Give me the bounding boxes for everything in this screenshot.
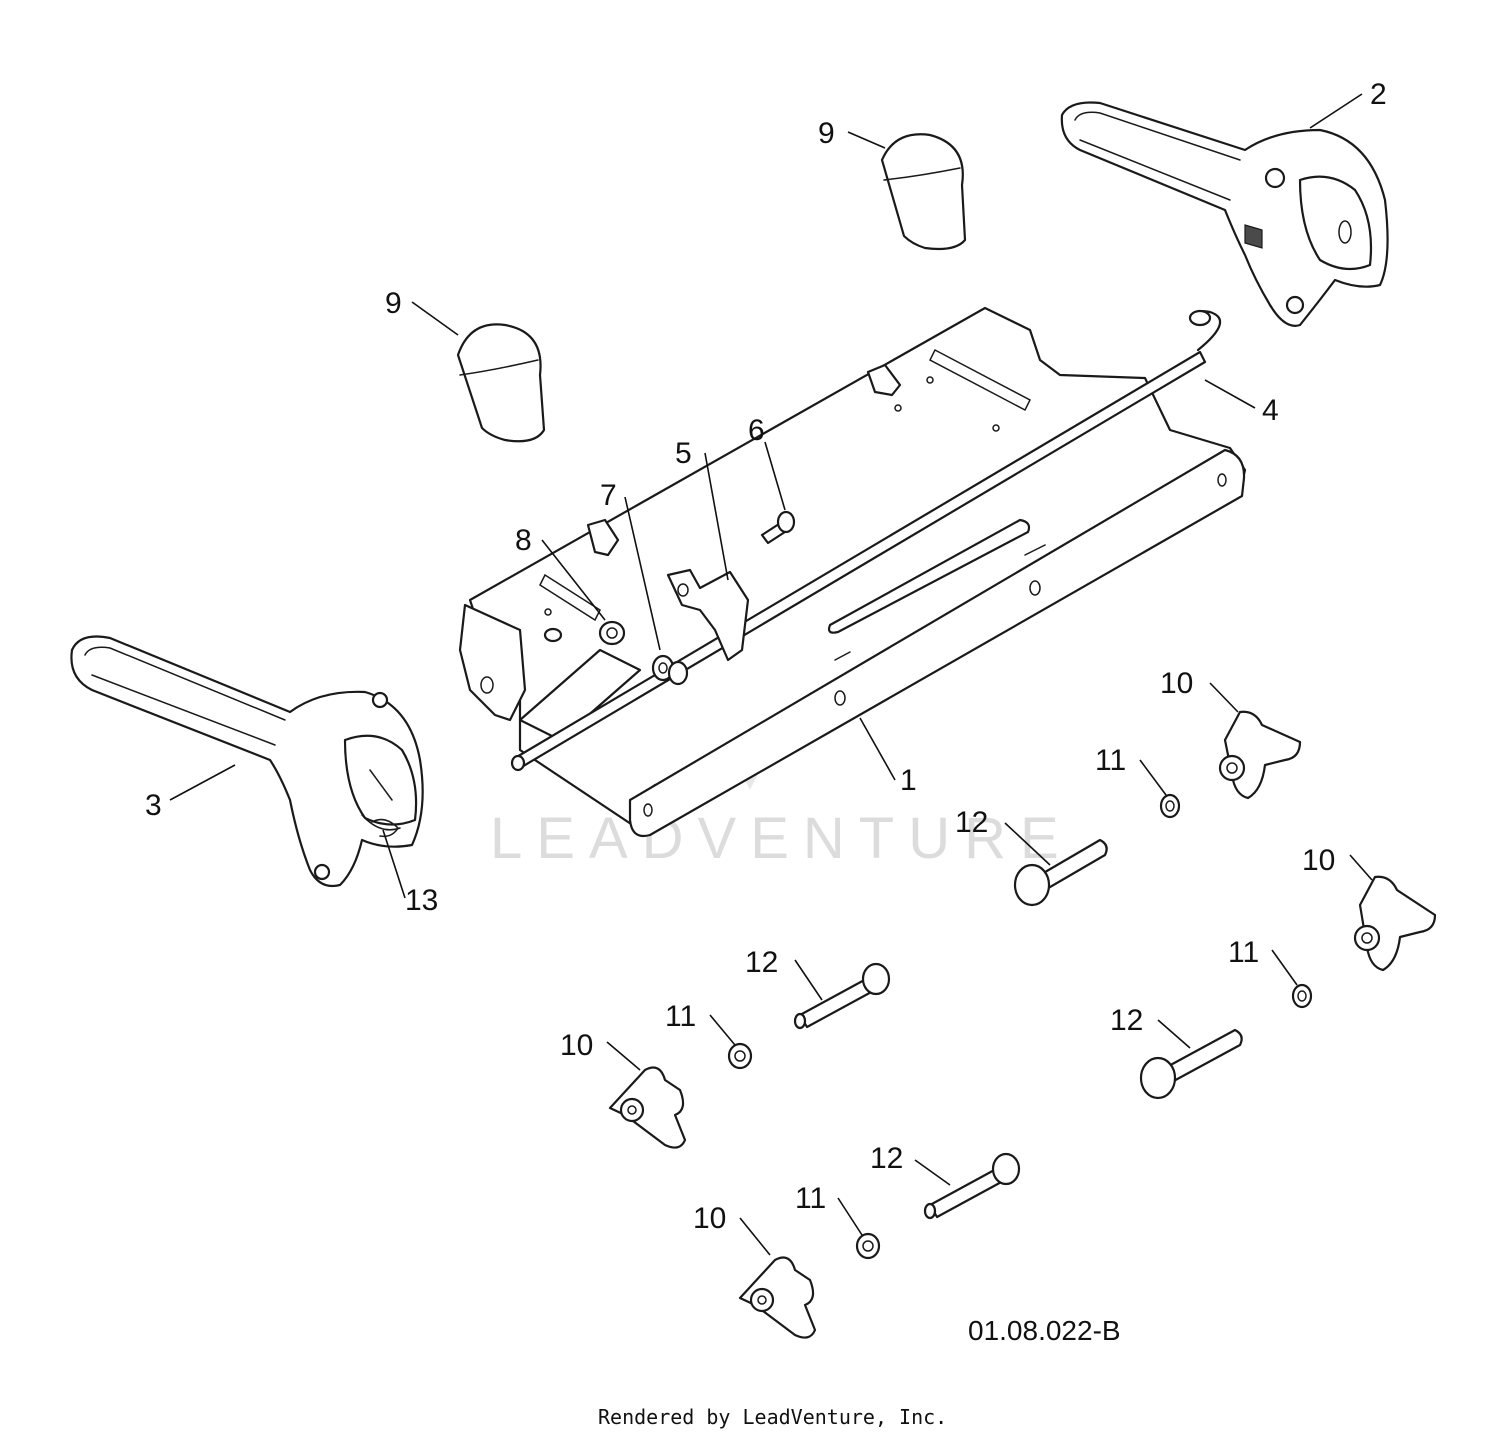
callout-11-d: 11 (795, 1182, 826, 1215)
part-12-bolt-b (1139, 1028, 1243, 1100)
part-10-knob-b (1353, 875, 1437, 972)
part-3-armrest-left (70, 635, 424, 888)
callout-3: 3 (145, 789, 162, 822)
callout-12-a: 12 (955, 806, 988, 839)
callout-13: 13 (405, 884, 438, 917)
callout-12-b: 12 (1110, 1004, 1143, 1037)
callout-12-d: 12 (870, 1142, 903, 1175)
part-2-armrest-right (1060, 101, 1389, 327)
callout-1: 1 (900, 764, 917, 797)
part-12-bolt-a (1013, 838, 1108, 907)
part-11-washer-b (1291, 983, 1313, 1009)
part-6-bolt (760, 510, 796, 545)
footer-credit: Rendered by LeadVenture, Inc. (598, 1405, 947, 1429)
part-12-bolt-c (793, 962, 891, 1030)
part-11-washer-c (727, 1042, 753, 1070)
part-12-bolt-d (923, 1152, 1021, 1220)
callout-10-d: 10 (693, 1202, 726, 1235)
callout-12-c: 12 (745, 946, 778, 979)
callout-10-a: 10 (1160, 667, 1193, 700)
callout-10-c: 10 (560, 1029, 593, 1062)
callout-8: 8 (515, 524, 532, 557)
callout-9-right: 9 (818, 117, 835, 150)
part-10-knob-c (608, 1066, 687, 1149)
callout-2: 2 (1370, 78, 1387, 111)
callout-10-b: 10 (1302, 844, 1335, 877)
callout-5: 5 (675, 437, 692, 470)
leader-lines (169, 93, 1373, 1256)
part-5-bracket (666, 568, 750, 662)
callout-labels: 1 2 3 4 5 6 7 8 9 9 10 10 10 10 11 11 11… (145, 78, 1387, 1235)
part-11-washer-a (1159, 793, 1181, 819)
callout-11-c: 11 (665, 1000, 696, 1033)
part-4-shaft (510, 309, 1222, 772)
part-7-washer (651, 654, 689, 686)
callout-4: 4 (1262, 394, 1279, 427)
watermark-text: LEADVENTURE (490, 806, 1073, 871)
callout-11-b: 11 (1228, 936, 1259, 969)
part-10-knob-d (738, 1256, 817, 1339)
part-10-knob-a (1218, 710, 1302, 800)
callout-9-left: 9 (385, 287, 402, 320)
callout-11-a: 11 (1095, 744, 1126, 777)
part-13-clip (371, 818, 399, 838)
callout-6: 6 (748, 414, 765, 447)
callout-7: 7 (600, 479, 617, 512)
part-9-knob-left (456, 323, 546, 443)
part-11-washer-d (855, 1232, 881, 1260)
drawing-number: 01.08.022-B (968, 1315, 1121, 1346)
part-8-nut (598, 620, 626, 646)
part-9-knob-right (880, 133, 967, 251)
